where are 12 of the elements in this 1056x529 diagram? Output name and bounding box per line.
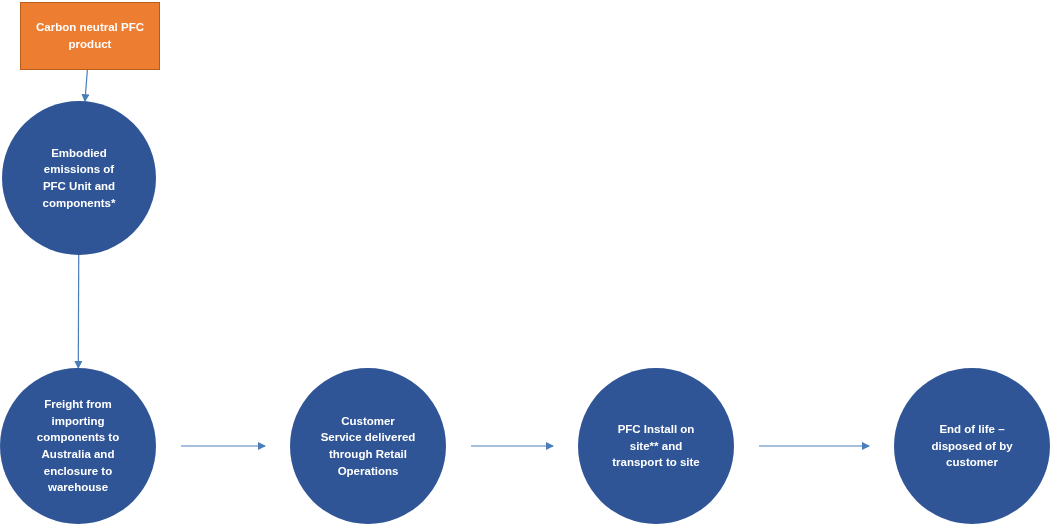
- process-box: [20, 2, 160, 70]
- node-label: Customer Service delivered through Retail Operations: [320, 413, 416, 479]
- node-label: PFC Install on site** and transport to site: [611, 422, 701, 471]
- arrow: [74, 254, 83, 369]
- arrow: [81, 69, 90, 103]
- node-label: Embodied emissions of PFC Unit and components*: [41, 145, 117, 211]
- arrow: [758, 442, 870, 450]
- node-label: Freight from importing components to Australia and enclosure to warehouse: [35, 397, 121, 496]
- node-label: End of life – disposed of by customer: [930, 422, 1014, 471]
- arrow: [180, 442, 266, 450]
- node-label: Carbon neutral PFC product: [35, 20, 145, 52]
- arrow: [470, 442, 554, 450]
